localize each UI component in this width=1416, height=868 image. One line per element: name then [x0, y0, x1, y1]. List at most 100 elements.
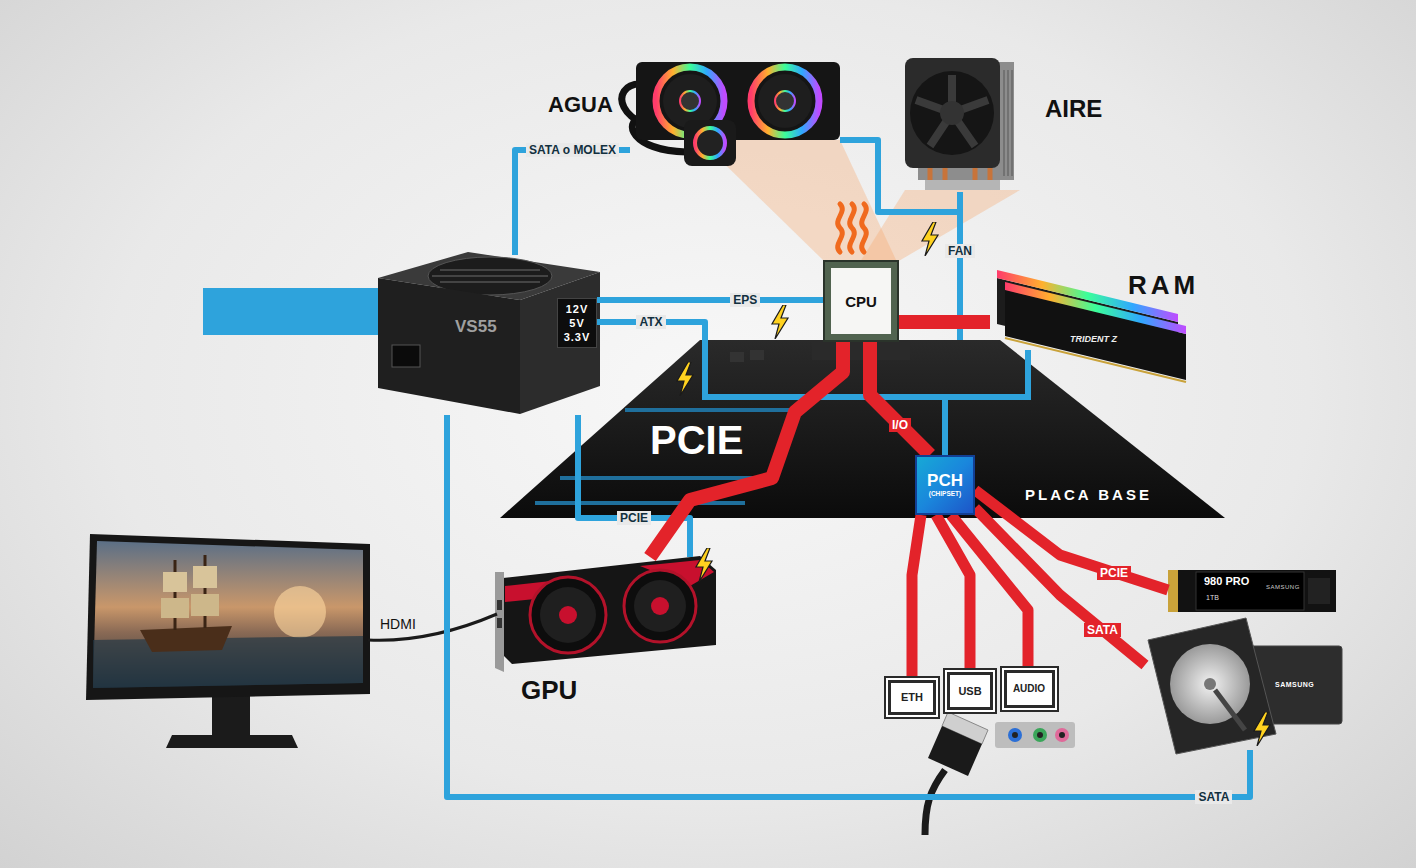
air-cooler-art [1004, 70, 1012, 176]
air-cooler-art [905, 58, 1000, 168]
nvme-ssd-art [1168, 570, 1336, 612]
audio-jacks-art [1008, 728, 1022, 742]
monitor-art [274, 586, 326, 638]
sata-drives-art [1148, 618, 1342, 754]
component-label: RAM [1128, 272, 1199, 298]
model-text: TRIDENT Z [1070, 335, 1117, 344]
power-cable [597, 297, 825, 303]
air-cooler: AIRE [905, 55, 1020, 192]
water-cooler-art [663, 74, 717, 128]
wire-label: SATA [1084, 623, 1121, 637]
component-label: GPU [521, 677, 577, 703]
air-cooler-art [918, 62, 1014, 180]
gpu-art [495, 556, 716, 672]
water-cooler-art [632, 118, 686, 152]
gpu-art [651, 597, 669, 615]
product-text: 980 PRO [1204, 576, 1249, 587]
power-supply-art [520, 272, 600, 414]
board-label: PLACA BASE [1025, 487, 1152, 502]
monitor-art [212, 694, 250, 736]
sata-drives-art [1215, 690, 1245, 730]
audio-jacks-art [1033, 728, 1047, 742]
component-label: AIRE [1045, 97, 1102, 121]
water-cooler-art [680, 91, 700, 111]
gpu-art [530, 577, 606, 653]
audio-jacks-art [1037, 732, 1043, 738]
product-text-holder: 980 PRO [1204, 576, 1249, 587]
component-label-holder: AGUA [548, 94, 613, 116]
chipset: PCH (CHIPSET) [915, 455, 975, 515]
water-cooler-art [622, 84, 686, 132]
board-details [730, 352, 744, 362]
air-cooler-art [910, 71, 994, 155]
gpu-art [503, 556, 716, 664]
wire-label: SATA [1195, 790, 1232, 804]
wire-label-holder: I/O [889, 418, 911, 432]
nvme-ssd: 980 PRO 1TB SAMSUNG [1168, 568, 1336, 614]
chipset-label: PCH [927, 472, 963, 489]
model-text: VS55 [455, 318, 497, 335]
nvme-ssd-art [1168, 570, 1336, 612]
wire-label-holder: ATX [636, 315, 665, 329]
capacity-text: 1TB [1206, 594, 1219, 601]
water-cooler-art [758, 74, 812, 128]
brand-text-holder: SAMSUNG [1266, 584, 1300, 590]
wire-label: PCIE [617, 511, 651, 525]
data-bus [975, 508, 1145, 665]
gpu-art [497, 600, 502, 610]
water-cooler-art [751, 67, 819, 135]
port-box: AUDIO [1004, 670, 1055, 708]
brand-text: SAMSUNG [1266, 584, 1300, 590]
power-supply-art [432, 270, 548, 282]
power-bolt [677, 362, 693, 396]
ram-modules: RAM [990, 262, 1212, 390]
water-cooler-art [622, 62, 840, 166]
cable-label: HDMI [380, 617, 416, 631]
air-cooler-art [916, 75, 988, 146]
usb-cable-art [925, 712, 988, 835]
power-supply-art [428, 257, 552, 295]
heat-glow [700, 140, 897, 262]
data-bus [912, 515, 921, 680]
monitor-art [163, 572, 187, 592]
power-bolt [772, 305, 788, 339]
port-label: USB [958, 686, 981, 697]
board-details [812, 340, 910, 360]
brand-text-holder: SAMSUNG [1275, 681, 1314, 688]
monitor-art [93, 636, 363, 688]
air-cooler-art [925, 180, 1000, 190]
audio-jacks-art [995, 722, 1075, 748]
board-details [535, 340, 1028, 503]
chipset-sublabel: (CHIPSET) [929, 491, 962, 498]
ram-art [1005, 290, 1186, 380]
power-supply-art [378, 252, 600, 414]
component-label-holder: RAM [1128, 272, 1199, 298]
data-bus [951, 515, 1028, 670]
audio-jacks-art [995, 722, 1075, 748]
usb-cable-art [942, 712, 988, 744]
monitor-art [166, 735, 298, 748]
wire-label-holder: SATA o MOLEX [526, 143, 619, 157]
wire-label-holder: SATA [1084, 623, 1121, 637]
cpu-label: CPU [845, 294, 877, 309]
data-bus [650, 340, 843, 557]
wire-label: I/O [889, 418, 911, 432]
nvme-ssd-art [1168, 570, 1178, 612]
sata-drives-art [1170, 644, 1250, 724]
label-holder: TRIDENT Z [1070, 335, 1117, 344]
gpu-art [497, 618, 502, 628]
sata-drives-art [1232, 646, 1342, 724]
sata-drives: SAMSUNG [1145, 620, 1345, 750]
wire-label-holder: FAN [945, 244, 975, 258]
port-box: ETH [888, 680, 936, 715]
component-label-holder: GPU [521, 677, 577, 703]
wire-label-holder: SATA [1195, 790, 1232, 804]
gpu-art [624, 570, 696, 642]
gpu-art [634, 580, 686, 632]
port-box: USB [947, 672, 993, 710]
monitor-art [93, 541, 363, 688]
port-label: AUDIO [1013, 684, 1045, 694]
gpu-art [559, 606, 577, 624]
slot-label-holder: PCIE [650, 420, 743, 460]
air-cooler-art [905, 58, 1014, 190]
